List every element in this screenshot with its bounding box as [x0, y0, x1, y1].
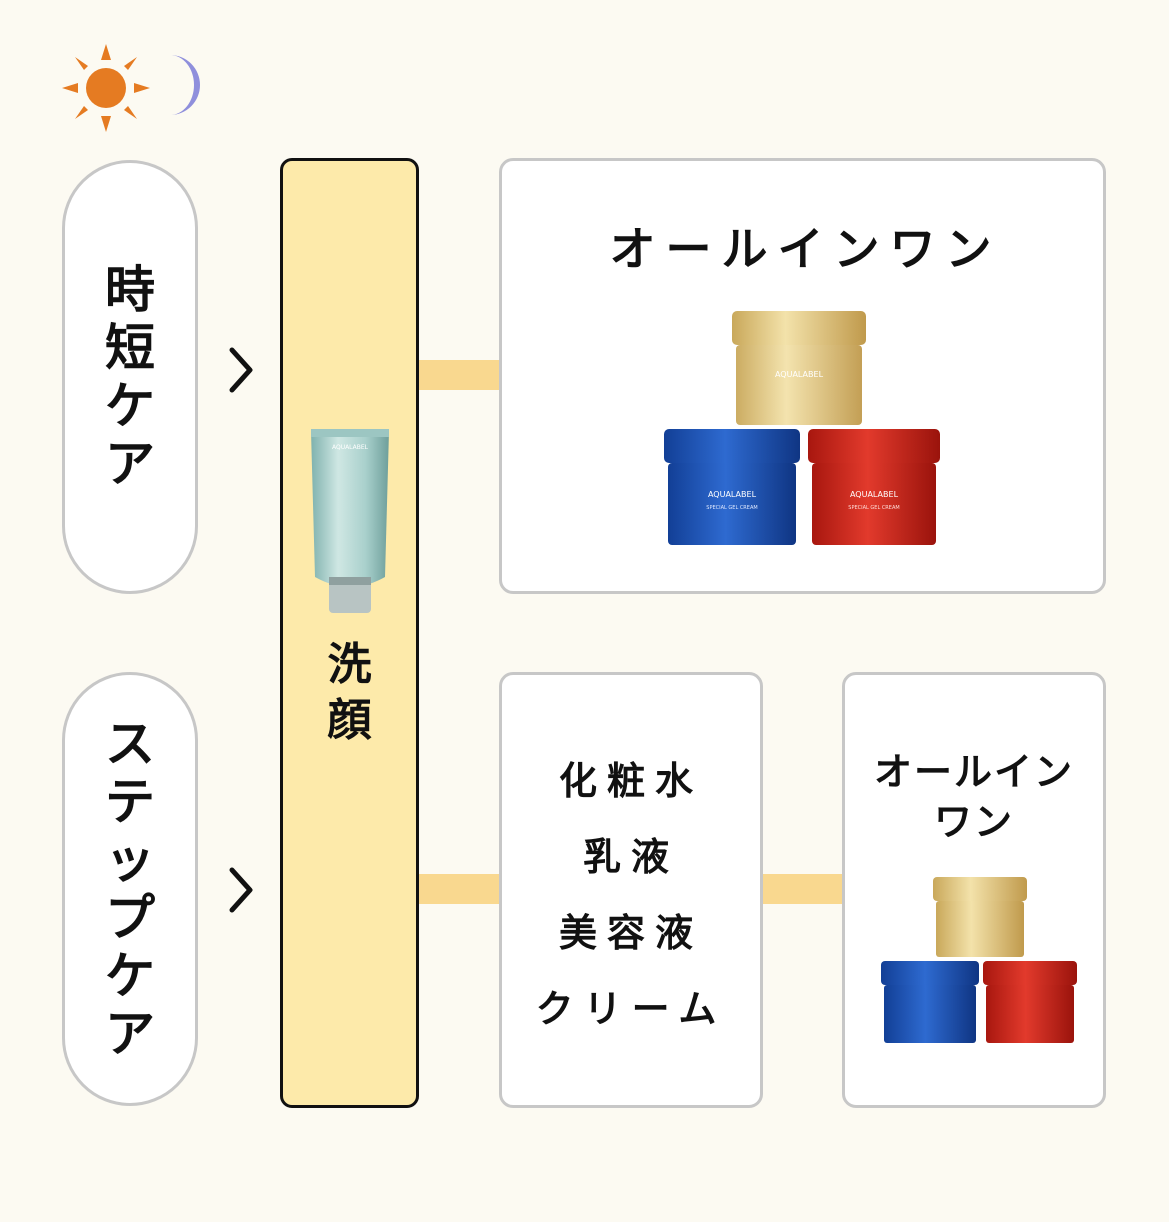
quick-care-char: 時	[105, 261, 155, 319]
step-care-char: ア	[105, 1005, 155, 1063]
step-item: クリーム	[535, 987, 727, 1031]
step-care-char: ケ	[105, 947, 155, 1005]
cleanser-tube-image: AQUALABEL	[305, 427, 395, 617]
quick-care-char: ケ	[105, 377, 155, 435]
step-care-char: ッ	[105, 831, 155, 889]
connector-line	[419, 874, 501, 904]
chevron-right-icon	[226, 346, 256, 394]
tube-brand-text: AQUALABEL	[332, 444, 369, 451]
gel-cream-jars-small-image	[879, 875, 1079, 1047]
chevron-right-icon	[226, 866, 256, 914]
jar-line-text: SPECIAL GEL CREAM	[848, 505, 899, 511]
gel-cream-jars-image: AQUALABEL AQUALABEL SPECIAL GEL CREAM AQ…	[662, 307, 942, 547]
step-items-card: 化粧水 乳液 美容液 クリーム	[499, 672, 763, 1108]
sun-icon	[58, 40, 154, 136]
face-wash-char: 顔	[327, 695, 372, 746]
quick-care-char: ア	[105, 435, 155, 493]
connector-line	[762, 874, 844, 904]
moon-icon	[140, 52, 200, 118]
small-title-line: オールイン	[873, 750, 1074, 794]
face-wash-label: 洗 顔	[283, 637, 416, 749]
small-title-line: ワン	[933, 800, 1014, 844]
step-item: 化粧水	[558, 759, 703, 803]
step-care-char: プ	[105, 889, 155, 947]
step-item: 乳液	[582, 835, 679, 879]
quick-care-label: 時 短 ケ ア	[62, 160, 198, 594]
all-in-one-title: オールインワン	[609, 222, 1002, 276]
all-in-one-small-title: オールイン ワン	[845, 747, 1103, 847]
jar-brand-text: AQUALABEL	[775, 370, 824, 379]
quick-care-char: 短	[105, 319, 155, 377]
step-item: 美容液	[558, 911, 703, 955]
jar-brand-text: AQUALABEL	[850, 490, 899, 499]
jar-line-text: SPECIAL GEL CREAM	[706, 505, 757, 511]
all-in-one-small-card: オールイン ワン	[842, 672, 1106, 1108]
face-wash-step: AQUALABEL 洗 顔	[280, 158, 419, 1108]
step-care-label: ス テ ッ プ ケ ア	[62, 672, 198, 1106]
all-in-one-card: オールインワン AQUALABEL AQUALABEL SPECIAL GEL …	[499, 158, 1106, 594]
face-wash-char: 洗	[327, 639, 372, 690]
step-care-char: ス	[105, 715, 155, 773]
connector-line	[419, 360, 501, 390]
step-items-list: 化粧水 乳液 美容液 クリーム	[502, 743, 760, 1047]
step-care-char: テ	[105, 773, 155, 831]
jar-brand-text: AQUALABEL	[708, 490, 757, 499]
